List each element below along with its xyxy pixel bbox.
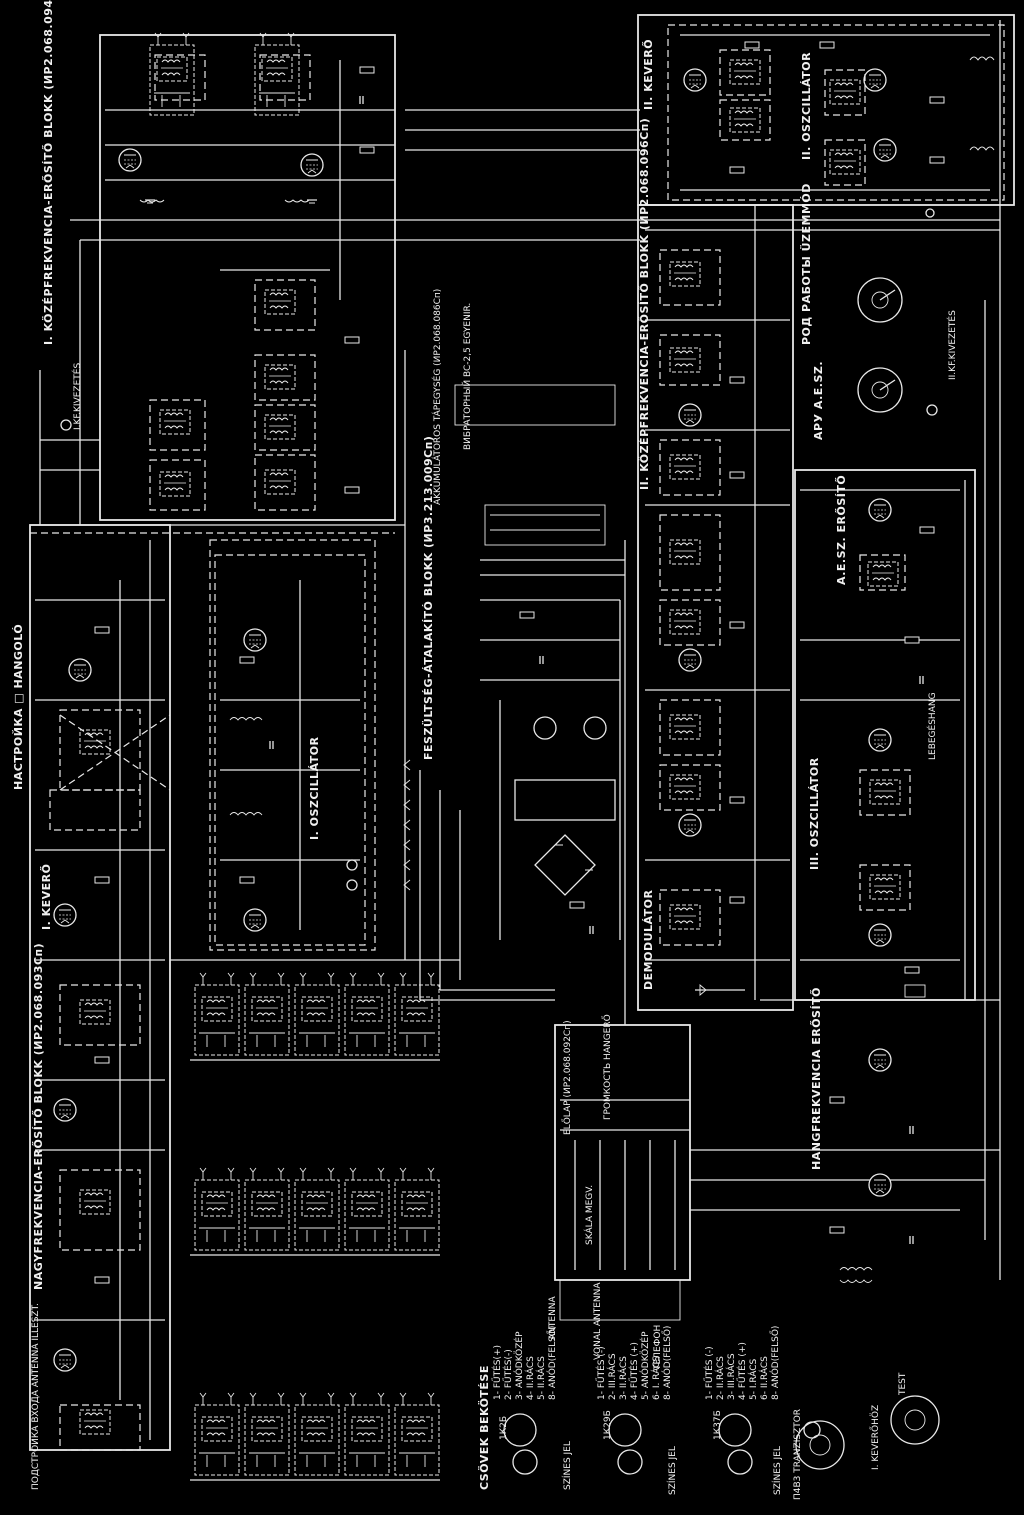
pin-legend-item: 4- FŰTÉS (+) (628, 1342, 640, 1400)
line-antenna-label: VONAL ANTENNA (593, 1282, 603, 1360)
if1-block-title: I. KÖZÉPFREKVENCIA-ERŐSÍTŐ BLOKK (ИР2.06… (41, 0, 55, 345)
pin-legend-item: 1- FŰTÉS(+) (491, 1345, 503, 1400)
pin-legend-item: 2- II.RÁCS (714, 1356, 726, 1400)
pin-legend-item: 6- I. RÁCS (650, 1356, 662, 1400)
accu-block-title: AKKUMULÁTOROS TÁPEGYSÉG (ИР2.068.086Сп) (431, 289, 443, 505)
agc-label: АРУ A.E.SZ. (812, 361, 825, 440)
mixer1-title: I. KEVERŐ (39, 864, 53, 931)
filter-banks (190, 973, 440, 1481)
pin-legend-item: 4- FŰTÉS (+) (736, 1342, 748, 1400)
pin-legend-item: 3- II.RÁCS (617, 1356, 629, 1400)
pin-legend-item: 6- II.RÁCS (758, 1356, 770, 1400)
color-code-3: SZÍNES JEL (771, 1446, 783, 1495)
osc3-title: III. OSZCILLÁTOR (808, 757, 821, 870)
tuning-label: НАСТРОЙКА □ HANGOLÓ (12, 624, 25, 790)
tubes-title: CSÖVEK BEKÖTÉSE (477, 1365, 491, 1490)
pin-legend-1k29b: 1- FŰTÉS (-) 2- III.RÁCS 3- II.RÁCS 4- F… (595, 1326, 673, 1400)
scale-light-label: SKÁLA MEGV. (583, 1185, 595, 1245)
af-amp-title: HANGFREKVENCIA ERŐSÍTŐ (809, 987, 823, 1170)
transistor-label: П4В3 TRANZISZTOR (793, 1409, 803, 1500)
pin-legend-item: 5- II.RÁCS (535, 1356, 547, 1400)
power-supply-components (403, 384, 621, 940)
tube-1k37b-label: 1К37Б (713, 1410, 723, 1440)
pin-legend-item: 4- II.RÁCS (524, 1356, 536, 1400)
front-panel-title: ELŐLAP (ИР2.068.092Сп) (562, 1020, 573, 1135)
antenna-tuning-label: ПОДСТРОЙКА ВХОДА ANTENNA ILLESZT. (29, 1303, 41, 1490)
mixer2-osc2-components (680, 34, 995, 218)
mode-switch-label: РОД РАБОТЫ ÜZEMMÓD (799, 183, 813, 345)
antenna-label: ANTENNA (548, 1295, 558, 1340)
pin-legend-item: 5- I.RÁCS (747, 1358, 759, 1400)
mixer-to-label: I. KEVERŐHÖZ (870, 1405, 881, 1470)
osc2-title: II. OSZCILLÁTOR (800, 52, 813, 160)
mixer2-title: II. KEVERŐ (641, 39, 655, 110)
tube-1k2b-label: 1К2Б (499, 1416, 509, 1440)
pin-legend-item: 8- ANÓD(FELSŐ) (769, 1326, 781, 1400)
volume-label: ГРОМКОСТЬ HANGERŐ (602, 1014, 613, 1120)
test-label: TEST (898, 1372, 908, 1396)
rf-block-title: NAGYFREKVENCIA-ERŐSÍTŐ BLOKK (ИР2.068.09… (31, 943, 45, 1290)
power-block-title: FESZÜLTSÉG-ÁTALAKÍTÓ BLOKK (ИР3.213.009С… (421, 436, 435, 760)
rf-block-components (35, 540, 171, 1451)
if2-out-label: II.KF.KIVEZETÉS (946, 310, 958, 380)
tube-pinouts (503, 1413, 821, 1475)
accu-inputs-label: ВИБРАТОРНЫЙ BC-2,5 EGYENIR. (461, 303, 473, 450)
smoothing-label: LEBEGÉSHANG (926, 692, 938, 760)
color-code-1: SZÍNES JEL (561, 1441, 573, 1490)
connector-pins (490, 514, 600, 531)
pin-legend-1k37b: 1- FŰTÉS (-) 2- II.RÁCS 3- III.RÁCS 4- F… (703, 1326, 781, 1400)
color-code-2: SZÍNES JEL (666, 1446, 678, 1495)
pin-legend-item: 2- FŰTÉS(-) (502, 1349, 514, 1400)
if2-block-title: II. KÖZÉPFREKVENCIA-ERŐSÍTŐ BLOKK (ИР2.0… (637, 118, 651, 490)
power-supply-label: ТЕЛЕФОН (653, 1325, 663, 1371)
pin-legend-1k2b: 1- FŰTÉS(+) 2- FŰTÉS(-) 3- ANÓDKÖZÉP 4- … (491, 1326, 558, 1400)
osc1-components (214, 554, 366, 946)
demodulator-title: DEMODULÁTOR (642, 889, 655, 990)
bus-wires (39, 20, 1001, 1280)
misc-labels: НАСТРОЙКА □ HANGOLÓ ПОДСТРОЙКА ВХОДА ANT… (12, 183, 958, 1500)
pin-legend-item: 8- ANÓD(FELSŐ) (661, 1326, 673, 1400)
if2-components (645, 229, 790, 996)
aesz-osc3-components (800, 489, 960, 998)
aesz-amp-title: A.E.SZ. ERŐSÍTŐ (834, 475, 848, 585)
osc1-title: I. OSZCILLÁTOR (308, 736, 321, 840)
front-panel-af-components (559, 1048, 914, 1321)
pin-legend-item: 3- ANÓDKÖZÉP (513, 1331, 525, 1400)
pin-legend-item: 5- ANÓDKÖZÉP (639, 1331, 651, 1400)
if1-out-label: I.KF.KIVEZETÉS (71, 363, 83, 430)
pin-legend-item: 2- III.RÁCS (606, 1353, 618, 1400)
pin-legend-item: 1- FŰTÉS (-) (595, 1346, 607, 1400)
mode-switches (60, 277, 940, 1470)
pin-legend-item: 1- FŰTÉS (-) (703, 1346, 715, 1400)
pin-legend-item: 3- III.RÁCS (725, 1353, 737, 1400)
pin-legend-item: 8- ANÓD(FELSŐ) (546, 1326, 558, 1400)
block-titles: I. KÖZÉPFREKVENCIA-ERŐSÍTŐ BLOKK (ИР2.06… (31, 0, 848, 1290)
if1-components (105, 33, 395, 511)
tube-1k29b-label: 1К29Б (603, 1410, 613, 1440)
